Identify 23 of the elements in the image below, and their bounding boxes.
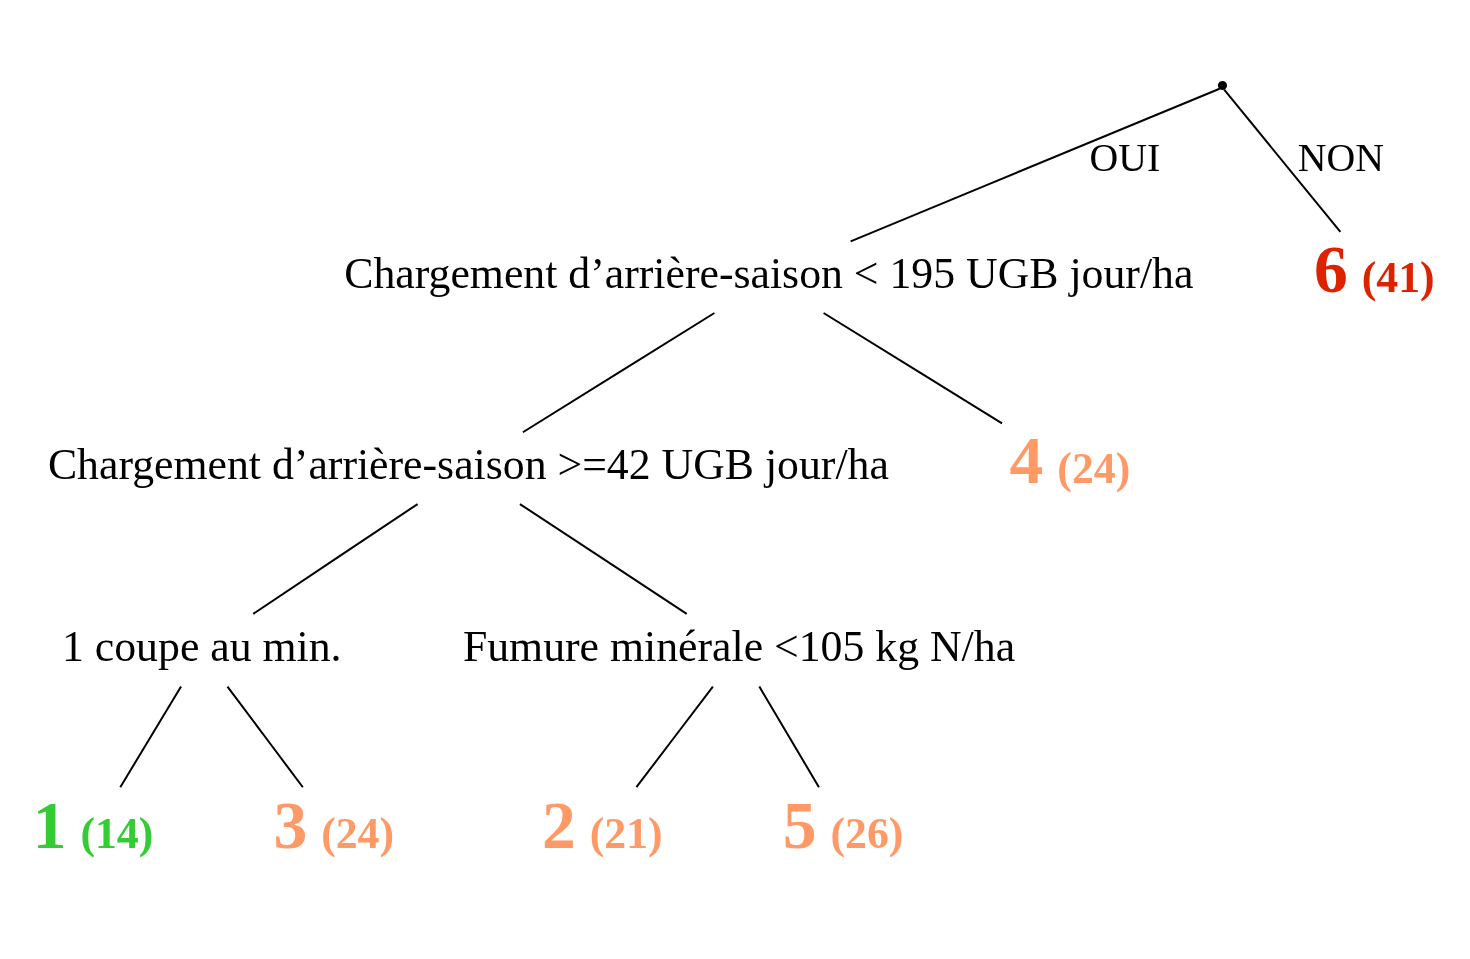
connector: [635, 685, 714, 789]
edge-label: OUI: [1089, 135, 1161, 180]
node-text: 5 (26): [782, 787, 904, 863]
node-text: Chargement d’arrière-saison < 195 UGB jour/ha: [344, 249, 1194, 298]
connector: [822, 312, 1003, 425]
node-text: 3 (24): [273, 787, 395, 863]
node-text: 1 coupe au min.: [61, 622, 342, 671]
connector: [521, 312, 716, 434]
connector: [252, 503, 419, 615]
node-text: 6 (41): [1314, 232, 1435, 308]
node-text: 2 (21): [542, 787, 663, 863]
node-text: 1 (14): [32, 787, 154, 863]
node-text: Chargement d’arrière-saison >=42 UGB jour/ha: [47, 440, 889, 489]
connector: [119, 685, 183, 789]
connector: [849, 87, 1221, 243]
node-point: [1217, 80, 1228, 91]
node-text: Fumure minérale <105 kg N/ha: [462, 622, 1016, 671]
connector: [758, 685, 820, 789]
node-text: 4 (24): [1009, 423, 1131, 499]
connector: [1223, 88, 1342, 233]
connector: [518, 503, 688, 615]
connector: [226, 685, 304, 789]
edge-label: NON: [1297, 135, 1384, 180]
